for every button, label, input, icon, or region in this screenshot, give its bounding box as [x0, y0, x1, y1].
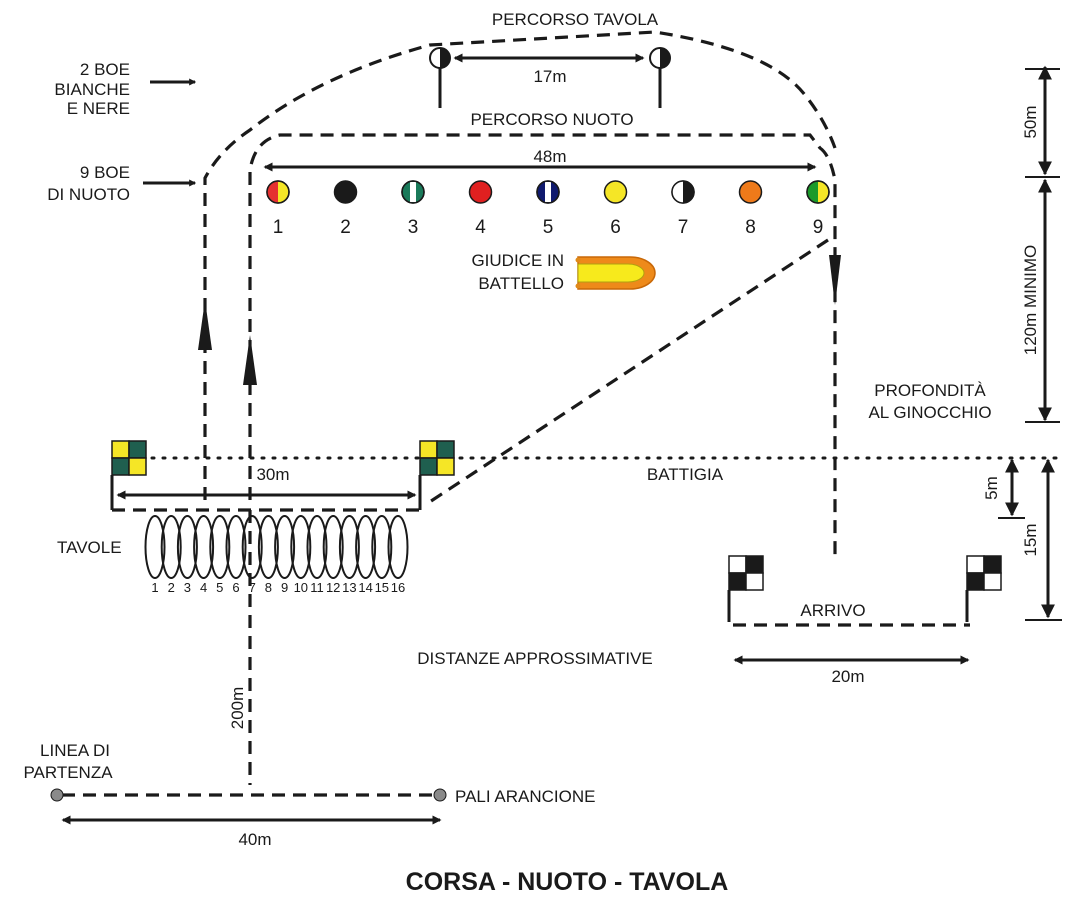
board-icon: [371, 515, 393, 579]
swim-buoys-row: 1 2 3 4 5 6 7 8 9: [266, 180, 830, 238]
board-icon: [193, 515, 215, 579]
swim-buoy-number: 8: [745, 217, 756, 238]
boe-bianche-label-3: E NERE: [67, 99, 130, 118]
board-number: 14: [358, 580, 372, 595]
swim-buoy-number: 5: [543, 217, 554, 238]
swim-buoy-9-icon: [806, 180, 830, 204]
board-number: 8: [265, 580, 272, 595]
board-number: 10: [294, 580, 308, 595]
swim-buoy-number: 9: [813, 217, 824, 238]
swim-buoy-6-icon: [603, 180, 628, 204]
board-icon: [338, 515, 360, 579]
board-number: 12: [326, 580, 340, 595]
board-number: 16: [391, 580, 405, 595]
swim-buoy-5-icon: [536, 180, 560, 204]
swim-buoy-1-icon: [266, 180, 290, 204]
board-number: 13: [342, 580, 356, 595]
diagram-title: CORSA - NUOTO - TAVOLA: [406, 868, 729, 896]
dim-50m-label: 50m: [1021, 105, 1040, 138]
swim-buoy-number: 6: [610, 217, 621, 238]
percorso-tavola-path: [203, 30, 837, 500]
board-icon: [144, 515, 166, 579]
percorso-nuoto-path: [248, 133, 837, 560]
orange-pole-icon: [50, 788, 64, 802]
percorso-nuoto-label: PERCORSO NUOTO: [470, 110, 633, 129]
swim-buoy-number: 7: [678, 217, 689, 238]
percorso-tavola-label: PERCORSO TAVOLA: [492, 10, 659, 29]
dim-48m-label: 48m: [533, 147, 566, 166]
white-black-buoy-icon: [429, 47, 451, 69]
board-icon: [274, 515, 296, 579]
board-number: 11: [310, 580, 324, 595]
orange-pole-icon: [433, 788, 447, 802]
dim-40m-label: 40m: [238, 830, 271, 849]
down-arrow-icon: [829, 255, 841, 305]
giudice-label-2: BATTELLO: [478, 274, 564, 293]
boe-bianche-label-2: BIANCHE: [54, 80, 130, 99]
board-icon: [225, 515, 247, 579]
distanze-label: DISTANZE APPROSSIMATIVE: [417, 649, 653, 668]
dim-20m-label: 20m: [831, 667, 864, 686]
giudice-label-1: GIUDICE IN: [471, 251, 564, 270]
swim-buoy-7-icon: [671, 180, 695, 204]
boe-nuoto-label-2: DI NUOTO: [47, 185, 130, 204]
dim-17m-label: 17m: [533, 67, 566, 86]
board-number: 5: [216, 580, 223, 595]
board-number: 7: [249, 580, 256, 595]
dim-200m-label: 200m: [228, 687, 247, 730]
board-icon: [322, 515, 344, 579]
arrivo-label: ARRIVO: [800, 601, 865, 620]
swim-buoy-4-icon: [468, 180, 493, 204]
boe-bianche-label-1: 2 BOE: [80, 60, 130, 79]
board-icon: [176, 515, 198, 579]
up-arrow-icon: [243, 335, 257, 385]
board-number: 6: [232, 580, 239, 595]
linea-label-1: LINEA DI: [40, 741, 110, 760]
finish-flag-left: [727, 555, 764, 622]
swim-buoy-number: 4: [475, 217, 486, 238]
board-icon: [290, 515, 312, 579]
white-black-buoy-icon: [649, 47, 671, 69]
board-icon: [241, 515, 263, 579]
board-number: 1: [151, 580, 158, 595]
swim-buoy-number: 3: [408, 217, 419, 238]
profondita-label-1: PROFONDITÀ: [874, 381, 986, 400]
dim-30m-label: 30m: [256, 465, 289, 484]
beach-flag-left: [110, 440, 147, 510]
board-number: 9: [281, 580, 288, 595]
board-icon: [387, 515, 409, 579]
tavole-label: TAVOLE: [57, 538, 122, 557]
board-icon: [209, 515, 231, 579]
judge-boat-icon: [575, 256, 656, 290]
up-arrow-icon: [198, 300, 212, 350]
finish-flag-right: [965, 555, 1002, 622]
boe-nuoto-label-1: 9 BOE: [80, 163, 130, 182]
swim-buoy-2-icon: [333, 180, 358, 204]
board-number: 3: [184, 580, 191, 595]
board-number: 15: [375, 580, 389, 595]
board-number: 4: [200, 580, 207, 595]
dim-5m-label: 5m: [982, 476, 1001, 500]
linea-label-2: PARTENZA: [23, 763, 113, 782]
pali-label: PALI ARANCIONE: [455, 787, 595, 806]
swim-buoy-8-icon: [738, 180, 763, 204]
board-icon: [355, 515, 377, 579]
board-icon: [306, 515, 328, 579]
board-number: 2: [168, 580, 175, 595]
board-icon: [160, 515, 182, 579]
dim-15m-label: 15m: [1021, 523, 1040, 556]
dim-120m-label: 120m MINIMO: [1021, 245, 1040, 356]
swim-buoy-number: 1: [273, 217, 284, 238]
swim-buoy-number: 2: [340, 217, 351, 238]
board-icon: [257, 515, 279, 579]
battigia-label: BATTIGIA: [647, 465, 724, 484]
beach-flag-right: [418, 440, 455, 510]
swim-buoy-3-icon: [401, 180, 425, 204]
profondita-label-2: AL GINOCCHIO: [868, 403, 991, 422]
return-diagonal-path: [424, 238, 829, 507]
